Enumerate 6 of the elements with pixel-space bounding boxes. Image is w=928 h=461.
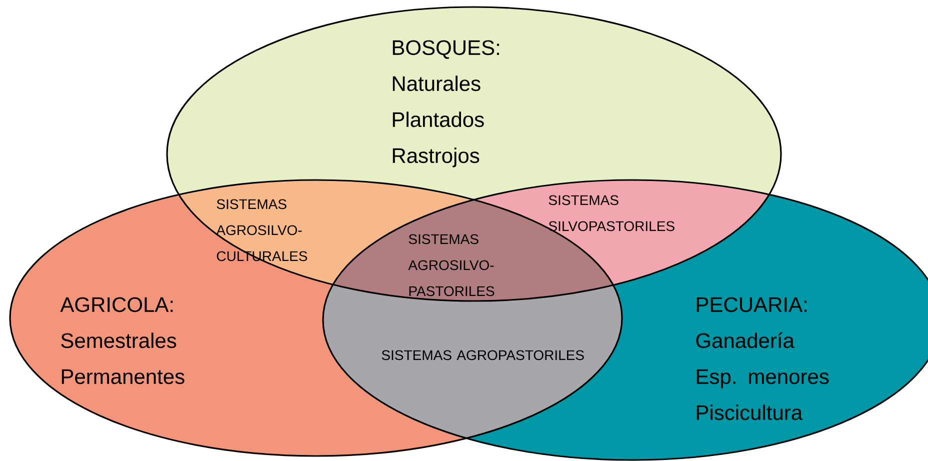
set-label: PECUARIA: Ganadería Esp. menores Piscicultura — [696, 297, 829, 420]
overlap-label: SISTEMAS SILVOPASTORILES — [548, 195, 674, 232]
overlap-label: SISTEMAS AGROPASTORILES — [382, 350, 584, 360]
set-label: BOSQUES: Naturales Plantados Rastrojos — [392, 40, 499, 168]
overlap-label: SISTEMAS AGROSILVO-PASTORILES — [408, 234, 494, 296]
set-label: AGRICOLA: Semestrales Permanentes — [60, 297, 184, 384]
